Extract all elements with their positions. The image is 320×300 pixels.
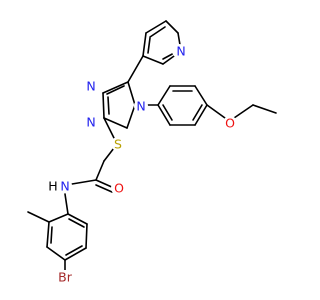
triazole-n1-label: N — [86, 79, 95, 94]
triazole-n4-label: N — [136, 99, 145, 114]
triazole-ring — [102, 81, 136, 129]
ethoxy-chain — [206, 104, 277, 119]
thioacetamide-chain — [71, 117, 115, 193]
atom-labels: N N N N S O O N H Br — [48, 44, 237, 286]
carbonyl-o-label: O — [114, 181, 124, 196]
bromine-label: Br — [58, 270, 73, 285]
pyridine-ring — [142, 20, 182, 65]
methyl-bond — [27, 211, 50, 223]
triazole-n2-label: N — [86, 115, 95, 130]
structure-drawing: N N N N S O O N H Br — [27, 20, 277, 286]
ethoxyphenyl-ring — [134, 85, 208, 126]
amide-n-label: N — [60, 179, 69, 194]
pyridine-triazole-bond — [127, 55, 144, 83]
pyridine-n-label: N — [176, 44, 185, 59]
amide-h-label: H — [48, 179, 57, 194]
ether-o-label: O — [225, 116, 235, 131]
bromotolyl-ring — [46, 193, 88, 261]
thioether-s-label: S — [114, 137, 122, 152]
